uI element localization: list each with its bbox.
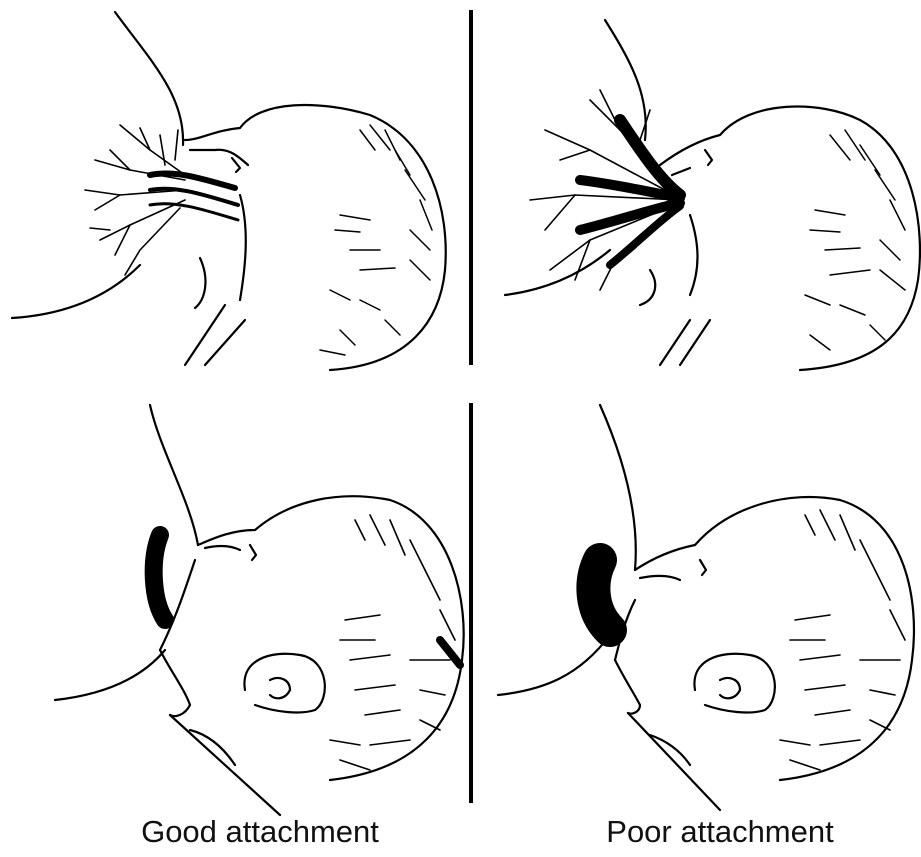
good-outer-view-drawing xyxy=(55,405,464,815)
good-cross-section-drawing xyxy=(12,12,446,370)
poor-outer-view-drawing xyxy=(498,405,914,810)
poor-cross-section-drawing xyxy=(505,20,920,370)
poor-attachment-caption: Poor attachment xyxy=(555,812,885,852)
good-attachment-caption: Good attachment xyxy=(110,812,410,852)
